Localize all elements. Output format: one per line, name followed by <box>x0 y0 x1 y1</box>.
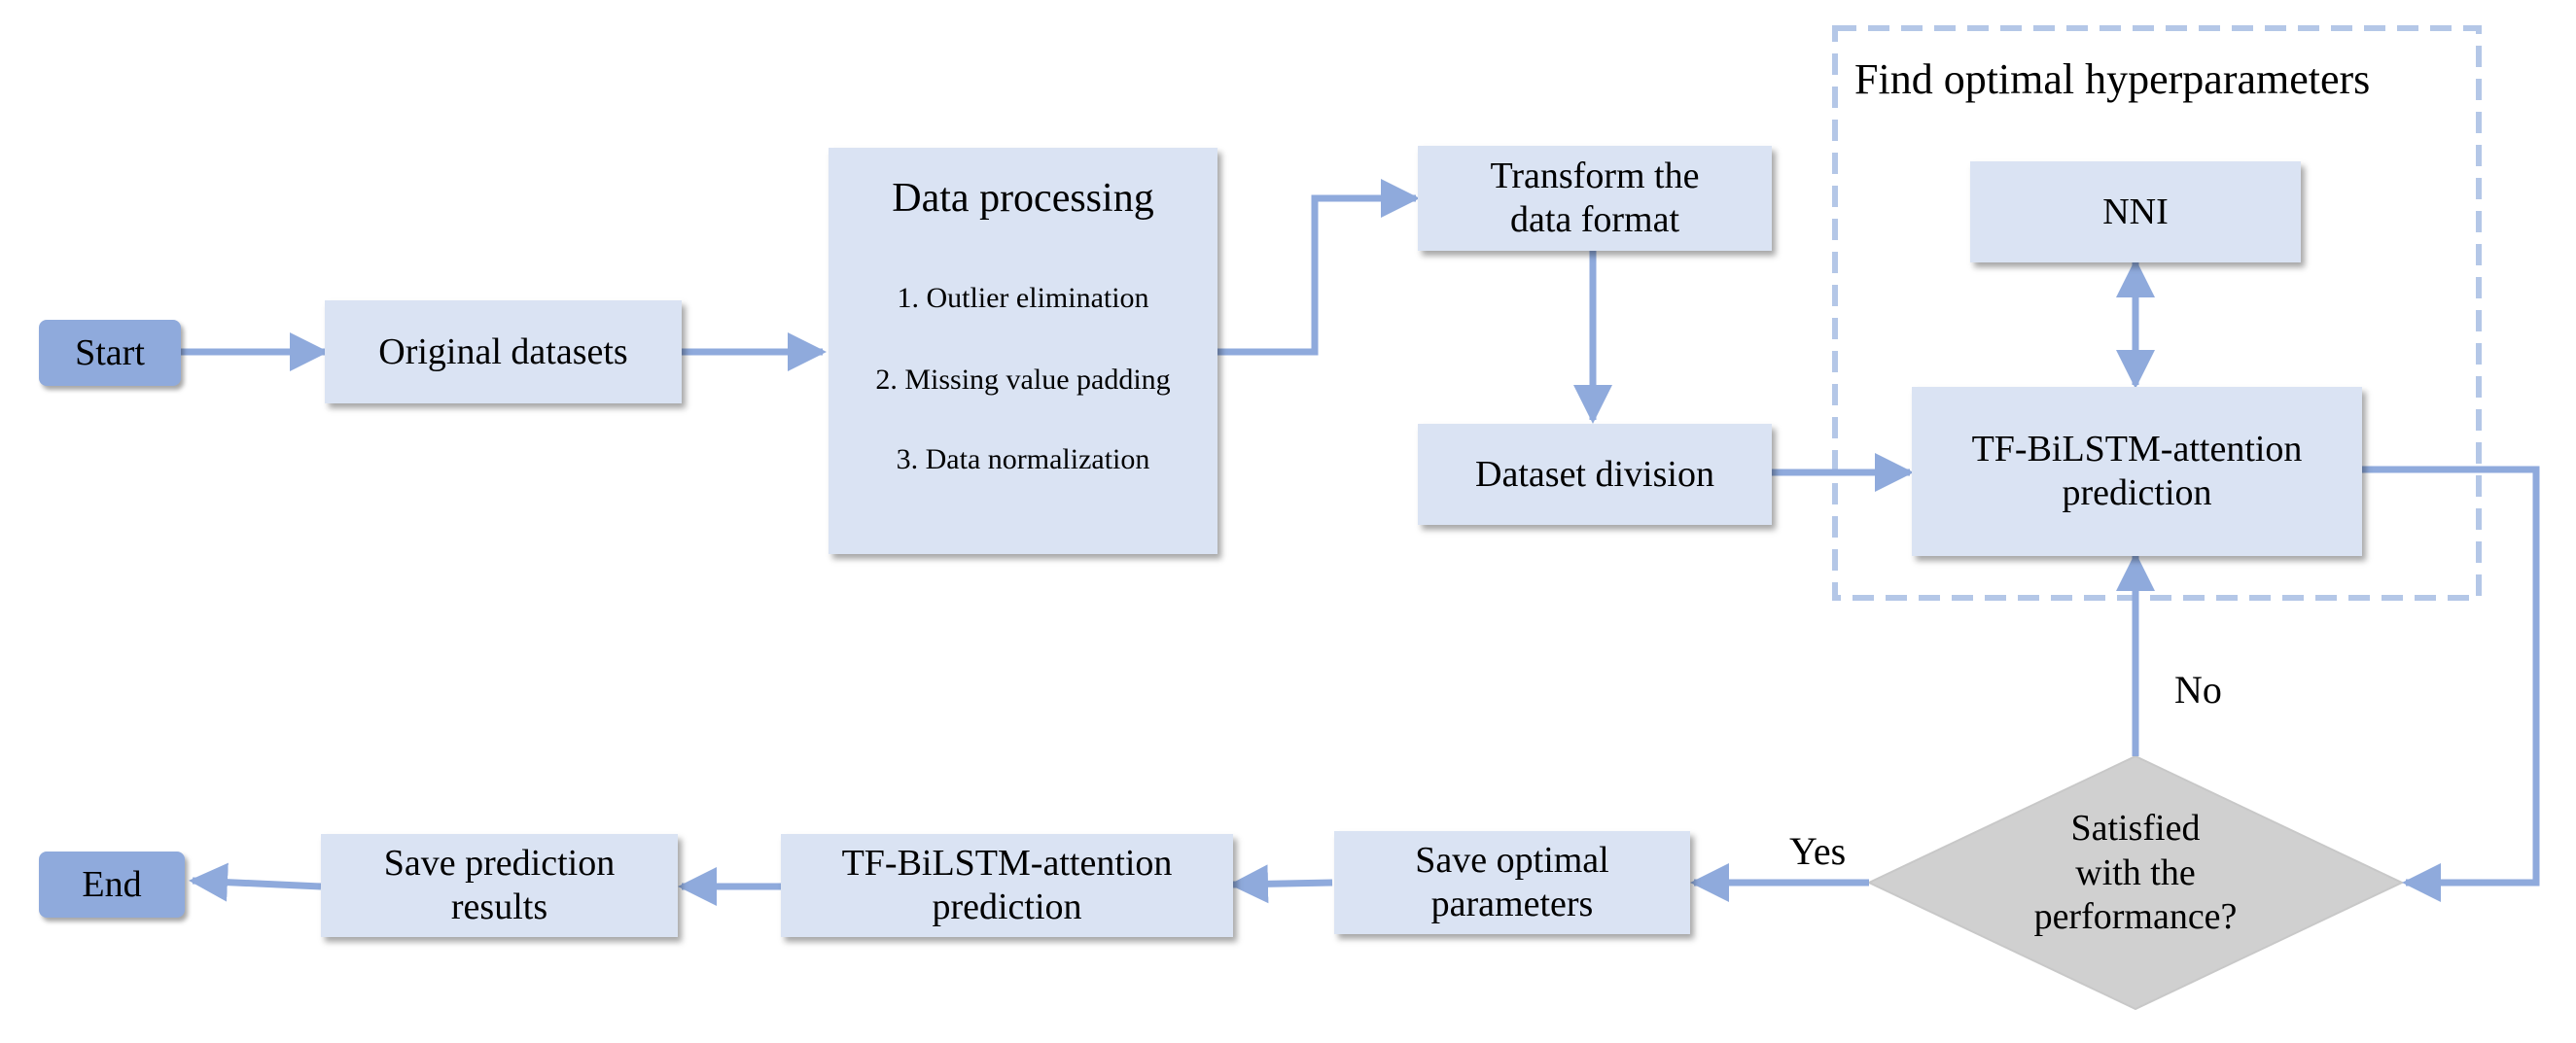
tf-bilstm-bottom-line2: prediction <box>932 887 1082 927</box>
arrow-processing-to-transform <box>1217 179 1420 356</box>
dataset-division-label: Dataset division <box>1475 453 1714 495</box>
decision-line3: performance? <box>2033 896 2238 938</box>
tf-bilstm-bottom-line1: TF-BiLSTM-attention <box>841 843 1173 885</box>
tf-bilstm-attention-bottom-node: TF-BiLSTM-attention prediction <box>781 834 1233 937</box>
dataset-division-node: Dataset division <box>1418 424 1772 525</box>
edge-label-yes: Yes <box>1789 829 1847 873</box>
nni-node: NNI <box>1970 161 2301 262</box>
save-optimal-line1: Save optimal <box>1415 840 1609 882</box>
save-optimal-line2: parameters <box>1430 884 1594 924</box>
tf-bilstm-attention-top-node: TF-BiLSTM-attention prediction <box>1912 387 2362 556</box>
nni-label: NNI <box>2102 191 2169 232</box>
original-datasets-label: Original datasets <box>378 330 628 372</box>
data-processing-node: Data processing 1. Outlier elimination 2… <box>829 148 1217 554</box>
arrow-results-to-end <box>189 862 322 902</box>
arrow-model-to-decision <box>2362 466 2540 902</box>
tf-bilstm-top-line2: prediction <box>2062 472 2212 513</box>
save-prediction-results-node: Save prediction results <box>321 834 678 937</box>
decision-line2: with the <box>2075 852 2196 893</box>
transform-label-line1: Transform the <box>1490 156 1700 197</box>
data-processing-title: Data processing <box>892 176 1154 221</box>
processing-step-3: 3. Data normalization <box>896 443 1150 475</box>
end-node: End <box>39 852 185 918</box>
tf-bilstm-top-line1: TF-BiLSTM-attention <box>1971 429 2303 470</box>
transform-label-line2: data format <box>1509 199 1680 240</box>
hyperparam-group-border <box>1832 25 2482 601</box>
start-label: Start <box>75 332 145 373</box>
transform-node: Transform the data format <box>1418 146 1772 251</box>
save-optimal-parameters-node: Save optimal parameters <box>1334 831 1690 934</box>
arrow-save-to-predict <box>1229 864 1333 904</box>
decision-diamond <box>1866 754 2405 1011</box>
save-results-line2: results <box>450 887 548 927</box>
decision-label: Satisfied with the performance? <box>1990 807 2281 940</box>
save-results-line1: Save prediction <box>383 843 616 885</box>
processing-step-2: 2. Missing value padding <box>875 364 1171 396</box>
edge-label-no: No <box>2174 668 2222 712</box>
original-datasets-node: Original datasets <box>325 300 682 403</box>
decision-line1: Satisfied <box>2070 808 2201 849</box>
end-label: End <box>82 864 142 905</box>
processing-step-1: 1. Outlier elimination <box>897 282 1149 314</box>
hyperparam-group-title: Find optimal hyperparameters <box>1854 55 2371 103</box>
start-node: Start <box>39 320 181 386</box>
